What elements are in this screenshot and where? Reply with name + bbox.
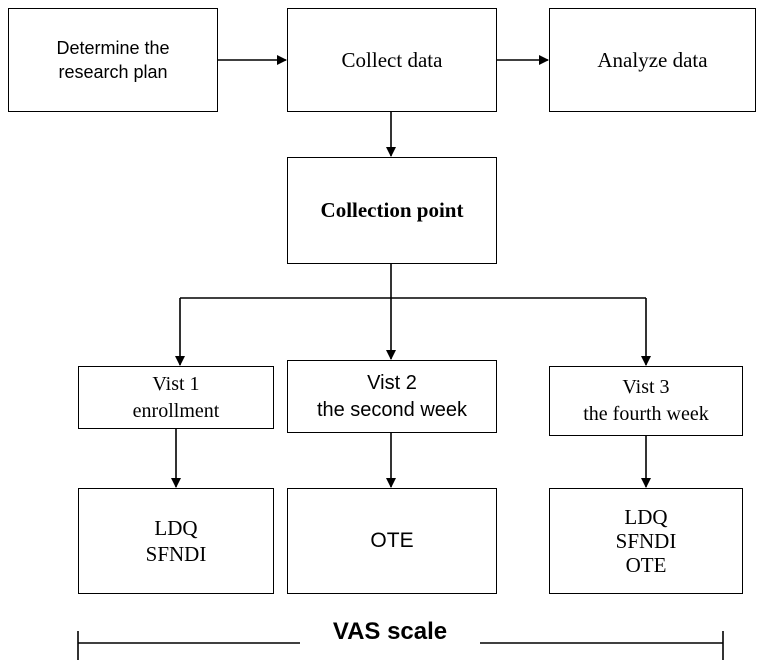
measure-sfndi: SFNDI [145, 542, 207, 566]
step-plan-line-1: Determine the [56, 38, 170, 58]
step-plan-line-2: research plan [58, 62, 168, 82]
visit-1-subtitle: enrollment [132, 399, 220, 422]
visit-1-title: Vist 1 [152, 372, 200, 395]
step-analyze-label: Analyze data [597, 47, 708, 72]
visit-2-box: Vist 2 the second week [287, 360, 497, 433]
step-collect-data: Collect data [287, 8, 497, 112]
visit-2-subtitle: the second week [316, 398, 468, 421]
collection-point: Collection point [287, 157, 497, 264]
visit-2-title: Vist 2 [367, 371, 417, 394]
measure-ldq: LDQ [624, 505, 668, 529]
visit-2-measures: OTE [287, 488, 497, 594]
visit-1-measures: LDQ SFNDI [78, 488, 274, 594]
visit-3-measures: LDQ SFNDI OTE [549, 488, 743, 594]
visit-3-subtitle: the fourth week [583, 403, 709, 425]
vas-scale-label: VAS scale [300, 618, 480, 646]
measure-ote: OTE [625, 553, 667, 577]
step-analyze-data: Analyze data [549, 8, 756, 112]
collection-point-label: Collection point [320, 198, 464, 222]
visit-1-box: Vist 1 enrollment [78, 366, 274, 429]
visit-3-box: Vist 3 the fourth week [549, 366, 743, 436]
measure-sfndi: SFNDI [615, 529, 677, 553]
visit-3-title: Vist 3 [622, 376, 670, 398]
step-determine-plan: Determine the research plan [8, 8, 218, 112]
measure-ldq: LDQ [154, 516, 198, 540]
measure-ote: OTE [370, 529, 414, 552]
step-collect-label: Collect data [341, 47, 443, 72]
